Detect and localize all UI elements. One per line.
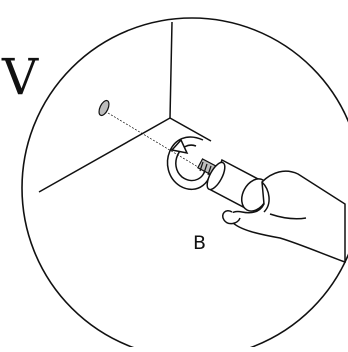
wall-vertical-edge xyxy=(170,22,172,118)
alignment-guide-line xyxy=(108,113,203,170)
mounting-hole xyxy=(97,99,111,117)
wall-bottom-edge xyxy=(39,118,170,192)
step-label: B xyxy=(193,234,206,253)
corner-letter-label: V xyxy=(2,52,38,102)
wall-corner xyxy=(39,22,211,192)
